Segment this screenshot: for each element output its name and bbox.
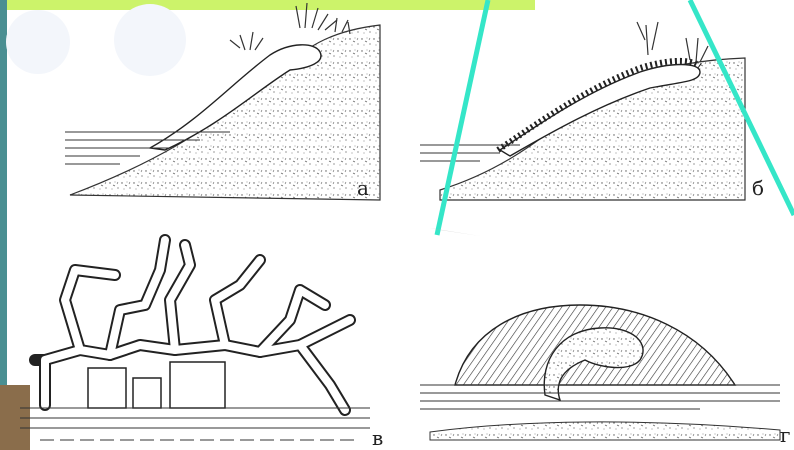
panel-g-label: г (780, 423, 790, 447)
panel-g-water-lines (420, 385, 780, 409)
panel-b-hill (440, 58, 745, 200)
left-strip (0, 0, 7, 385)
panel-v-label: в (372, 426, 383, 450)
panel-a-label: а (357, 176, 369, 200)
panel-g-bottom (430, 422, 780, 440)
panel-b-label: б (752, 176, 764, 200)
panel-a: а (65, 3, 380, 200)
bg-circle-2 (114, 4, 186, 76)
panel-g: г (420, 305, 790, 447)
panel-b-plants (637, 22, 708, 62)
panel-v-chambers (88, 362, 225, 408)
panel-v-branch-2 (110, 240, 165, 355)
top-banner (0, 0, 535, 10)
bg-circle-1 (6, 10, 70, 74)
panel-v-ground-lines (20, 408, 370, 440)
